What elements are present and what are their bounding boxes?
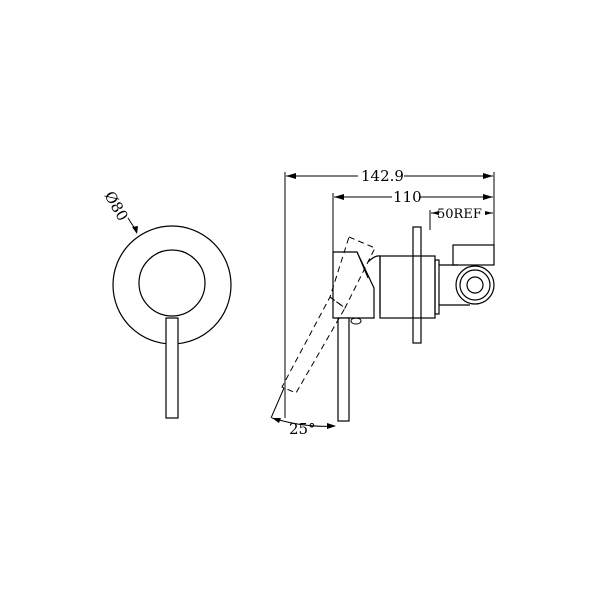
outlet-block: [452, 244, 495, 266]
arrowhead: [485, 211, 493, 215]
dim-lever-angle: 25°: [289, 420, 316, 438]
body-cylinder: [379, 255, 436, 319]
dim-reference: 50REF: [437, 207, 482, 222]
wall-flange: [412, 226, 422, 344]
outlet-nozzle-outer: [455, 265, 495, 305]
body-ring: [434, 259, 440, 315]
lever-rotated-phantom-arm: [281, 296, 346, 394]
lever-side: [337, 317, 350, 422]
handle-housing: [332, 251, 375, 319]
diameter-arrowhead: [132, 226, 138, 234]
front-view: Ø80: [101, 188, 232, 419]
lever-outline: [165, 317, 179, 419]
angle-extension-line: [270, 387, 285, 419]
outlet-nozzle-mid: [459, 269, 491, 301]
arrowhead: [327, 423, 336, 429]
arrowhead: [431, 211, 439, 215]
set-screw: [350, 317, 362, 325]
arrowhead: [272, 418, 281, 423]
arrowhead: [334, 194, 344, 200]
dim-body-depth: 110: [393, 188, 422, 206]
housing-edge: [356, 251, 369, 279]
arrowhead: [483, 173, 493, 179]
lever-rotated-phantom: [329, 236, 376, 309]
dim-overall-depth: 142.9: [361, 167, 404, 185]
arrowhead: [483, 194, 493, 200]
outlet-nozzle-inner: [466, 276, 484, 294]
diameter-label: Ø80: [101, 188, 132, 224]
handle-hub-outline: [138, 249, 206, 317]
side-view: 142.9 110 50REF: [270, 167, 495, 438]
arrowhead: [286, 173, 296, 179]
